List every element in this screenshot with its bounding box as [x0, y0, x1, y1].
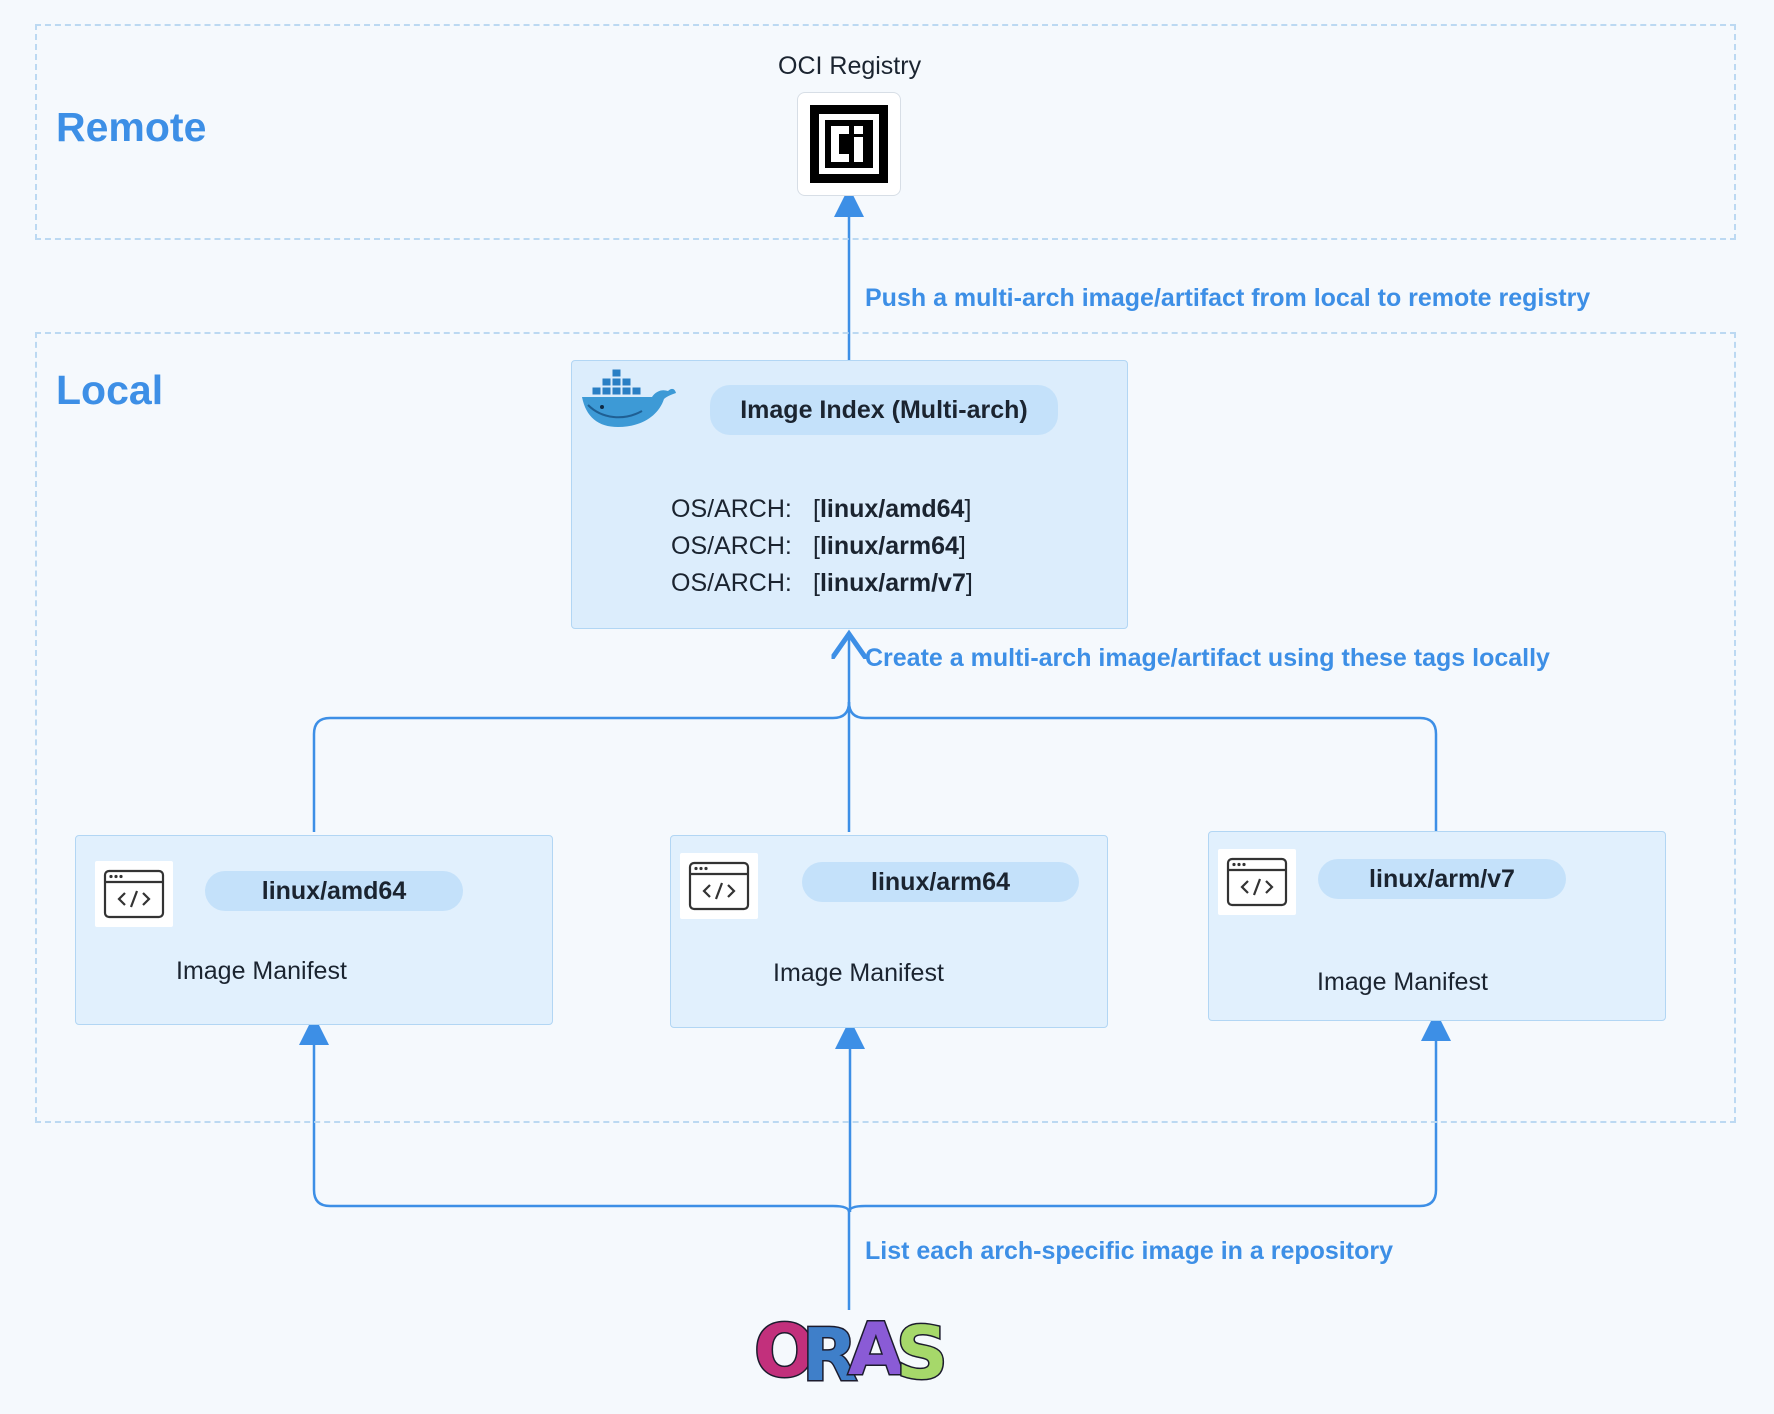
remote-region-title: Remote	[56, 104, 207, 150]
platform-value: [linux/arm64]	[813, 532, 966, 560]
oras-letter-s: S	[896, 1311, 948, 1390]
code-window-icon	[95, 861, 173, 927]
code-window-icon	[680, 853, 758, 919]
manifest-tag: linux/arm/v7	[1318, 859, 1566, 899]
manifest-label: Image Manifest	[176, 957, 347, 985]
manifest-tag: linux/amd64	[205, 871, 463, 911]
platform-value: [linux/arm/v7]	[813, 569, 973, 597]
code-window-icon	[1218, 849, 1296, 915]
local-region	[35, 332, 1736, 1123]
oras-letter-r: R	[802, 1313, 857, 1390]
registry-node[interactable]	[797, 92, 901, 196]
image-manifest-node-armv7[interactable]: linux/arm/v7 Image Manifest	[1208, 831, 1666, 1021]
manifest-tag: linux/arm64	[802, 862, 1079, 902]
manifest-label: Image Manifest	[773, 959, 944, 987]
create-branch-right	[847, 701, 1438, 832]
registry-label: OCI Registry	[778, 52, 922, 80]
platform-key: OS/ARCH:	[671, 495, 792, 523]
push-edge-label: Push a multi-arch image/artifact from lo…	[865, 284, 1591, 312]
create-branch-left	[312, 701, 851, 832]
oci-logo-icon	[810, 105, 888, 183]
docker-whale-icon	[582, 368, 676, 427]
image-index-title: Image Index (Multi-arch)	[710, 385, 1058, 435]
platform-value: [linux/amd64]	[813, 495, 972, 523]
platform-key: OS/ARCH:	[671, 532, 792, 560]
platform-value-text: linux/arm/v7	[819, 569, 966, 597]
list-edge-label: List each arch-specific image in a repos…	[865, 1237, 1393, 1265]
oras-logo[interactable]: O R A S	[750, 1306, 950, 1390]
local-region-title: Local	[56, 367, 164, 413]
image-index-node[interactable]: Image Index (Multi-arch) OS/ARCH: [linux…	[571, 360, 1128, 629]
platform-key: OS/ARCH:	[671, 569, 792, 597]
platform-value-text: linux/arm64	[819, 532, 959, 560]
create-edge-label: Create a multi-arch image/artifact using…	[865, 644, 1550, 672]
oras-letter-a: A	[848, 1307, 904, 1390]
manifest-label: Image Manifest	[1317, 968, 1488, 996]
remote-region	[35, 24, 1736, 240]
platform-value-text: linux/amd64	[819, 495, 965, 523]
list-branch-left	[299, 1015, 851, 1213]
image-manifest-node-amd64[interactable]: linux/amd64 Image Manifest	[75, 835, 553, 1025]
oras-letter-o: O	[754, 1309, 815, 1390]
image-manifest-node-arm64[interactable]: linux/arm64 Image Manifest	[670, 835, 1108, 1028]
